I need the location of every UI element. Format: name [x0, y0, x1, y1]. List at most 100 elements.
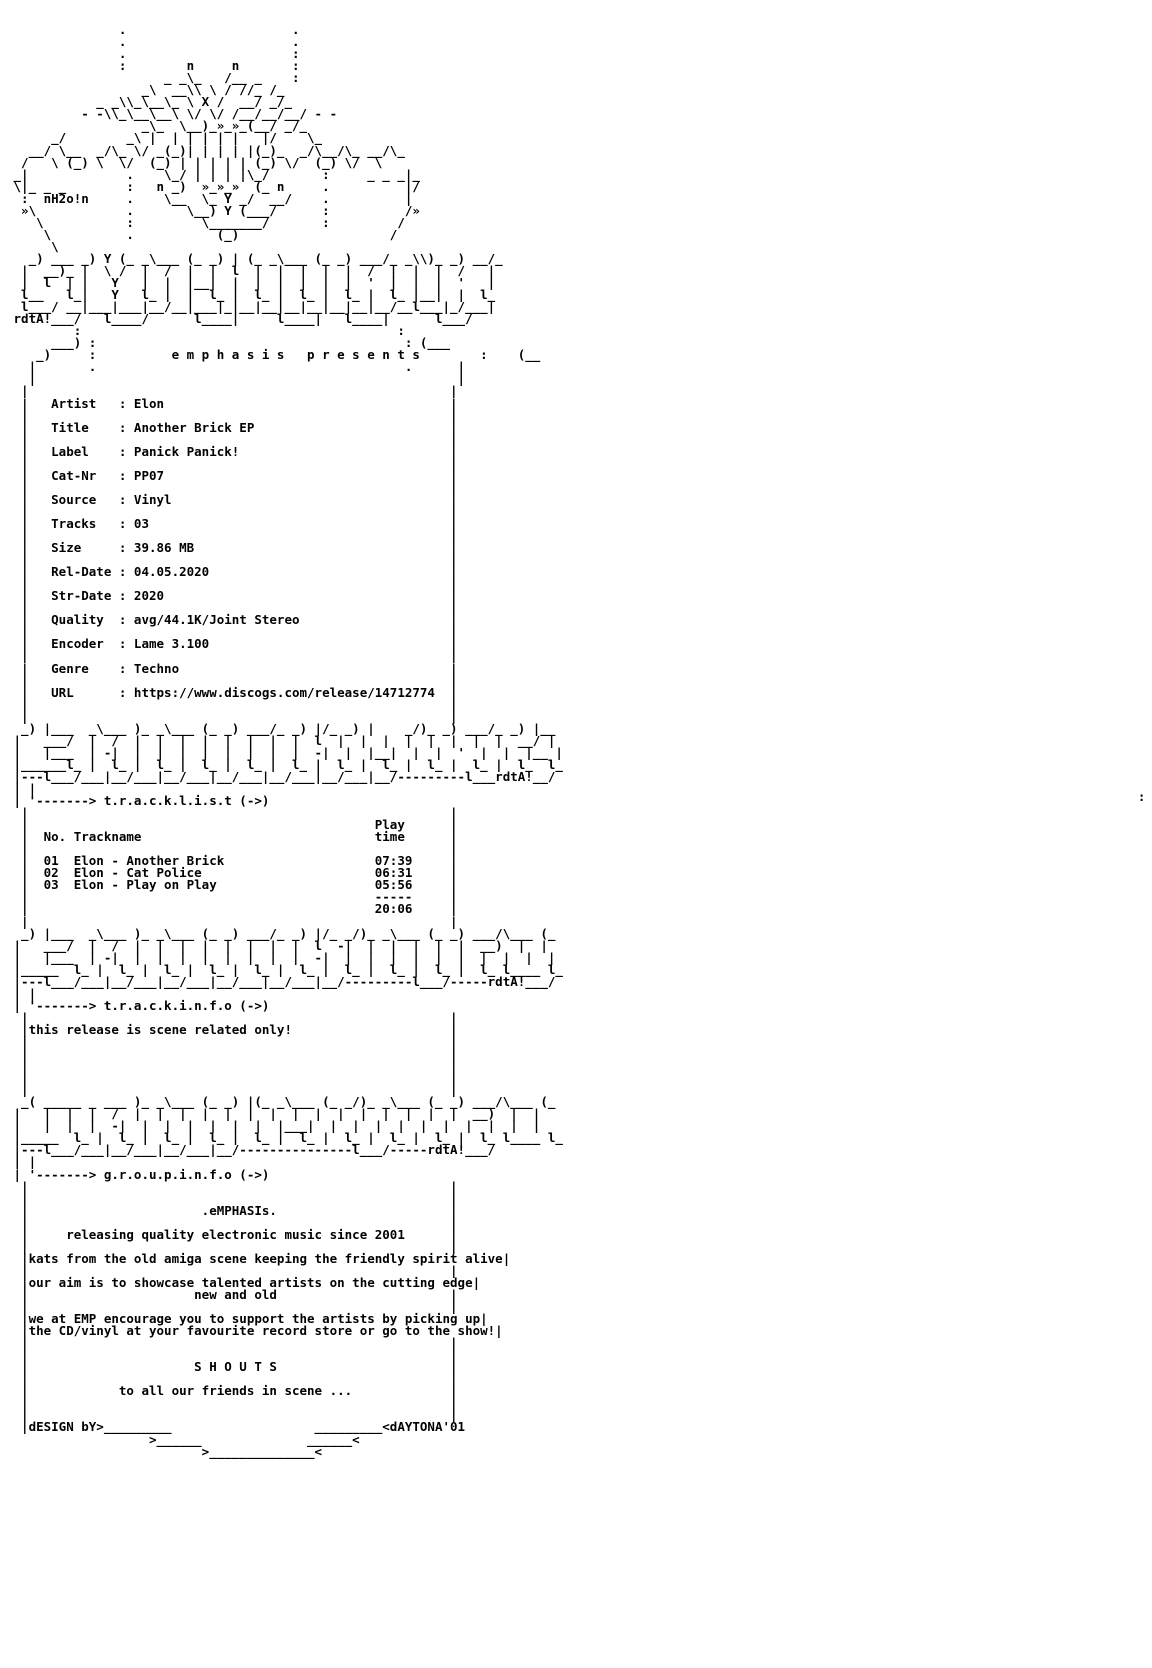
info-row: | Cat-Nr : PP07 | — [21, 467, 458, 483]
tracklist-rule: | ----- | — [21, 889, 458, 905]
separator-art-line: | | — [13, 1154, 37, 1170]
separator-art-line: | |___ | -| | | | | | | | | -| | | | | |… — [13, 949, 556, 965]
box-line: | | — [21, 528, 458, 544]
separator-art-line: |---l___/___|__/___|__/___|__/___|__/___… — [13, 973, 556, 989]
separator-art-line: | | | | -| | | | | | | |___| | | | | | |… — [13, 1118, 541, 1134]
separator-art-line: |---l___/___|__/___|__/___|__/----------… — [13, 1142, 496, 1158]
separator-art-line: | |___ | -| | | | | | | | | -| | |__| | … — [13, 744, 563, 760]
header-art-line: . . — [118, 22, 300, 38]
box-line: | | — [21, 1033, 458, 1049]
box-line: | | — [21, 600, 458, 616]
header-art-line: __/ \__ _/\_ \/ _(_)| | | | |(_)_ _/\__/… — [28, 142, 405, 158]
shouts-text: | to all our friends in scene ... | — [21, 1383, 458, 1399]
box-line: | | — [21, 913, 458, 929]
section-title-tracklist: | '-------> t.r.a.c.k.l.i.s.t (->) — [13, 793, 270, 809]
footer-line: |dESIGN bY>_________ _________<dAYTONA'0… — [21, 1419, 466, 1435]
tracklist-row: | 03 Elon - Play on Play 05:56 | — [21, 877, 458, 893]
box-line: | | — [21, 455, 458, 471]
trackinfo-text: |this release is scene related only! | — [21, 1021, 458, 1037]
box-line: | | — [21, 1371, 458, 1387]
logo-art-line: _) ___ _) Y (_ _\___ (_ _) | (_ _\___ (_… — [28, 250, 503, 266]
group-text: | releasing quality electronic music sin… — [21, 1226, 458, 1242]
box-line: | | — [21, 1046, 458, 1062]
footer-line: >______ ______< — [148, 1431, 360, 1447]
header-art-line: : nH2o!n . \__ \_ Y _/ __/ . | — [21, 190, 413, 206]
box-line: | | — [21, 383, 458, 399]
presents-line: | | — [28, 371, 466, 387]
separator-art-line: |______l_ | l_ | l_ | l_ | l_ | l_ | l_ … — [13, 756, 563, 772]
box-line: | | — [21, 805, 458, 821]
section-title-groupinfo: | '-------> g.r.o.u.p.i.n.f.o (->) — [13, 1166, 270, 1182]
separator-art-line: | | | | / | | | | | | | | | | | | | | | … — [13, 1106, 541, 1122]
header-art-line: _| . \_/ | | | |\_/ : _ _ _|_ — [13, 166, 420, 182]
shouts-title: | S H O U T S | — [21, 1359, 458, 1375]
info-row: | Source : Vinyl | — [21, 491, 458, 507]
separator-art-line: |_____ l_ | l_ | l_ | l_ | l_ | l_ | l_ … — [13, 961, 563, 977]
header-art-line: \ . (_) / — [43, 226, 398, 242]
header-art-line: : n n : — [118, 58, 300, 74]
box-line: | | — [21, 696, 458, 712]
box-line: | | — [21, 1190, 458, 1206]
header-art-line: _\ __\\ \ / //_ /_ — [141, 82, 285, 98]
box-line: | | — [21, 1070, 458, 1086]
info-row: | Label : Panick Panick! | — [21, 443, 458, 459]
box-line: | | — [21, 841, 458, 857]
logo-art-line: | __)_ | \ / | / | | l | | | | | / | | |… — [21, 262, 496, 278]
header-art-line: »\ . \__) Y (___/ : /» — [21, 202, 420, 218]
header-art-line: _\_ \__)_»_»_(__/ _/_ — [141, 118, 308, 134]
box-line: | | — [21, 1335, 458, 1351]
group-text: |kats from the old amiga scene keeping t… — [21, 1250, 511, 1266]
info-row: | Title : Another Brick EP | — [21, 419, 458, 435]
info-row: | URL : https://www.discogs.com/release/… — [21, 684, 458, 700]
box-line: | | — [21, 576, 458, 592]
header-art-line: _ _\\_\__\_ \ X / __/ _/_ — [96, 94, 292, 110]
box-line: | | — [21, 624, 458, 640]
group-text: | new and old | — [21, 1286, 458, 1302]
group-text: |the CD/vinyl at your favourite record s… — [21, 1323, 503, 1339]
tracklist-row: | 02 Elon - Cat Police 06:31 | — [21, 865, 458, 881]
nfo-document: . . . . . : : n n : _ _\_ /__ _ : — [6, 12, 563, 1458]
separator-art-line: |---l___/___|__/___|__/___|__/___|__/___… — [13, 768, 556, 784]
header-art-line: / \ (_) \ \/ (_) | | | | | (_) \/ (_) \/… — [21, 154, 383, 170]
info-row: | Quality : avg/44.1K/Joint Stereo | — [21, 612, 458, 628]
box-line: | | — [21, 1262, 458, 1278]
header-art-line: \ : \_______/ : / — [36, 214, 405, 230]
separator-art-line: | | — [13, 985, 37, 1001]
box-line: | | — [21, 503, 458, 519]
section-title-trackinfo: | '-------> t.r.a.c.k.i.n.f.o (->) — [13, 997, 270, 1013]
tracklist-header: | No. Trackname time | — [21, 829, 458, 845]
header-art-line: - -\\_\__\__\ \/ \/ /__/__/__/ - - — [81, 106, 338, 122]
info-row: | Encoder : Lame 3.100 | — [21, 636, 458, 652]
box-line: | | — [21, 407, 458, 423]
logo-art-line: | l | | Y | | |__| | | | | | | ' | | | '… — [21, 275, 496, 291]
box-line: | | — [21, 431, 458, 447]
box-line: | | — [21, 552, 458, 568]
logo-art-line: l___/ __|___|___|__/__|___|_|__|__|__|__… — [21, 299, 496, 315]
header-art-line: _/ _\ | | | | | | |/ \_ — [51, 130, 323, 146]
info-row: | Rel-Date : 04.05.2020 | — [21, 564, 458, 580]
separator-art-line: _( _____ _ ___ )_ _\___ (_ _) |(_ _\___ … — [21, 1094, 556, 1110]
tracklist-total: | 20:06 | — [21, 901, 458, 917]
logo-art-line: rdtA!___/ l____/ l____| l____| l____| l_… — [13, 311, 473, 327]
info-row: | Str-Date : 2020 | — [21, 588, 458, 604]
tracklist-header: | Play | — [21, 817, 458, 833]
box-line: | | — [21, 1347, 458, 1363]
box-line: | | — [21, 1299, 458, 1315]
stray-mark: : — [1138, 790, 1146, 804]
box-line: | | — [21, 1058, 458, 1074]
separator-art-line: |_____ l_ | l_ | l_ | l_ | l_ | l_ | l_ … — [13, 1130, 563, 1146]
group-text: |we at EMP encourage you to support the … — [21, 1311, 488, 1327]
info-row: | Tracks : 03 | — [21, 515, 458, 531]
presents-line: ___) : : (___ — [51, 335, 451, 351]
box-line: | | — [21, 1082, 458, 1098]
footer-line: >______________< — [201, 1443, 323, 1459]
separator-art-line: | ___/ | / | | | | | | | | l -| | | | | … — [13, 937, 548, 953]
tracklist-row: | 01 Elon - Another Brick 07:39 | — [21, 853, 458, 869]
box-line: | | — [21, 1238, 458, 1254]
box-line: | | — [21, 1407, 458, 1423]
header-art-line: \|_ _ _ : n _) »_»_» (_ n . |/ — [13, 178, 420, 194]
separator-art-line: | ___/ | / | | | | | | | | l | | | | | |… — [13, 732, 556, 748]
header-art-line: _ _\_ /__ _ : — [164, 70, 300, 86]
group-name: | .eMPHASIs. | — [21, 1202, 458, 1218]
logo-art-line: l__ l_| Y l_ | | l_ | l_ | l_ | l_ | l_ … — [21, 287, 496, 303]
